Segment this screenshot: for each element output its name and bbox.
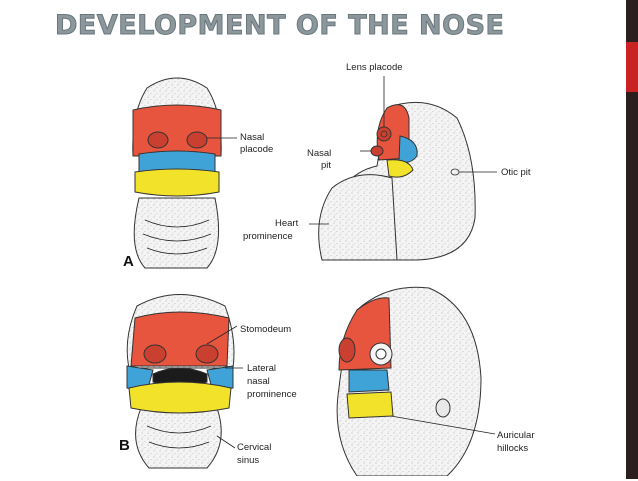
heart-prominence-a	[318, 174, 398, 261]
panel-letter-b: B	[119, 437, 130, 454]
embryo-b-lateral	[336, 286, 482, 477]
panel-letter-a: A	[123, 253, 134, 270]
label-nasal-placode-line1: Nasal	[240, 132, 264, 143]
nasal-pit-a	[370, 145, 384, 157]
label-nasal-pit-line2: pit	[321, 160, 331, 171]
embryo-b-frontal	[126, 294, 235, 469]
label-heart-prominence-line2: prominence	[243, 231, 293, 242]
label-cervical-sinus-line2: sinus	[237, 455, 259, 466]
maxillary-prominence-b-lateral	[348, 369, 390, 393]
label-stomodeum: Stomodeum	[240, 324, 291, 335]
mandibular-prominence-b	[128, 381, 232, 414]
label-lateral-nasal-line3: prominence	[247, 389, 297, 400]
embryo-figure: Nasal placode A Lens placode Nasal pit O…	[57, 48, 622, 477]
embryo-a-lateral	[318, 101, 476, 261]
lens-placode	[376, 126, 392, 142]
label-auricular-hillocks-line1: Auricular	[497, 430, 535, 441]
mandibular-prominence-a	[134, 168, 220, 197]
auricular-hillocks	[435, 398, 451, 418]
label-lens-placode: Lens placode	[346, 62, 403, 73]
nasal-pit-left-b	[143, 344, 167, 364]
nasal-placode-right-a	[186, 131, 208, 149]
nasal-placode-left-a	[147, 131, 169, 149]
right-edge-accent	[626, 42, 638, 92]
label-auricular-hillocks-line2: hillocks	[497, 443, 528, 454]
label-lateral-nasal-line2: nasal	[247, 376, 270, 387]
label-lateral-nasal-line1: Lateral	[247, 363, 276, 374]
label-otic-pit: Otic pit	[501, 167, 531, 178]
slide-title: DEVELOPMENT OF THE NOSE	[55, 10, 505, 42]
nasal-pit-right-b	[195, 344, 219, 364]
nasal-pit-b-lateral	[338, 337, 356, 363]
label-cervical-sinus-line1: Cervical	[237, 442, 271, 453]
embryo-a-frontal	[132, 77, 222, 269]
label-nasal-pit-line1: Nasal	[307, 148, 331, 159]
label-heart-prominence-line1: Heart	[275, 218, 299, 229]
mandibular-prominence-a-lateral	[386, 159, 414, 178]
frontonasal-prominence-a	[132, 104, 222, 157]
label-nasal-placode-line2: placode	[240, 144, 273, 155]
right-edge-bar	[626, 0, 638, 479]
mandibular-prominence-b-lateral	[346, 391, 394, 419]
